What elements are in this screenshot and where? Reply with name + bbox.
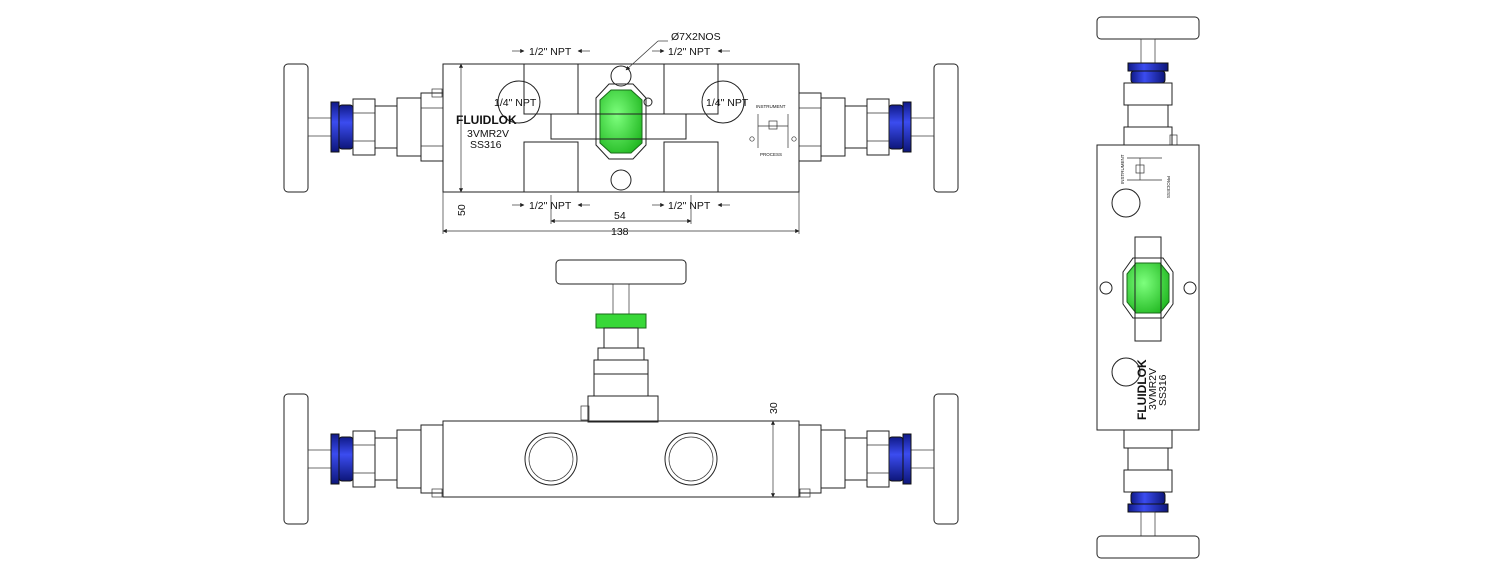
port-front-right (664, 432, 718, 486)
port-thread-top-right (663, 63, 719, 115)
side-model-label: 3VMR2V (1147, 368, 1159, 410)
model-label: 3VMR2V (467, 128, 509, 140)
dim-height-front-view: 30 (768, 402, 799, 498)
material-label: SS316 (470, 139, 502, 151)
side-port-right-label: 1/4" NPT (706, 97, 749, 109)
side-top-handwheel (1096, 16, 1200, 40)
svg-text:1/2" NPT: 1/2" NPT (668, 200, 711, 212)
svg-text:INSTRUMENT: INSTRUMENT (756, 104, 786, 109)
left-valve-assembly (283, 63, 444, 193)
svg-text:54: 54 (614, 210, 626, 222)
svg-text:1/2" NPT: 1/2" NPT (529, 200, 572, 212)
port-front-left (524, 432, 578, 486)
bonnet-hex-top (595, 83, 647, 160)
mounting-hole-top (610, 65, 632, 87)
port-thread-bottom-left (523, 141, 579, 193)
side-port-left-label: 1/4" NPT (494, 97, 537, 109)
side-port-right-circle (701, 80, 745, 124)
side-flow-schematic: INSTRUMENT PROCESS (1120, 154, 1171, 198)
side-handle-bar (1134, 236, 1162, 342)
dim-port-top-right: 1/2" NPT (652, 46, 730, 58)
side-brand-label: FLUIDLOK (1135, 359, 1149, 420)
green-cap-front (595, 313, 647, 329)
green-seat-top (599, 89, 643, 154)
svg-text:1/2" NPT: 1/2" NPT (668, 46, 711, 58)
svg-text:50: 50 (456, 204, 468, 216)
handle-bar-top (550, 113, 687, 140)
dim-overall-length: 138 (442, 192, 800, 238)
brand-label: FLUIDLOK (456, 113, 517, 127)
side-green-seat (1126, 262, 1170, 314)
port-thread-bottom-right (663, 141, 719, 193)
svg-text:1/2" NPT: 1/2" NPT (529, 46, 572, 58)
side-material-label: SS316 (1157, 374, 1169, 406)
dim-center-distance: 54 (550, 195, 692, 224)
top-view: INSTRUMENT PROCESS FLUIDLOK 3VMR2V SS316… (283, 31, 959, 238)
front-right-valve (798, 393, 959, 525)
right-valve-assembly (798, 63, 959, 193)
svg-text:138: 138 (611, 226, 629, 238)
dim-port-top-left: 1/2" NPT (512, 46, 590, 58)
manifold-body-top (442, 63, 800, 193)
svg-text:Ø7X2NOS: Ø7X2NOS (671, 31, 721, 43)
manifold-body-front (442, 420, 800, 498)
dim-port-bottom-left: 1/2" NPT (512, 200, 590, 212)
front-left-valve (283, 393, 444, 525)
top-handwheel-front (555, 259, 687, 285)
svg-text:INSTRUMENT: INSTRUMENT (1120, 154, 1125, 184)
dim-hole-callout: Ø7X2NOS (625, 31, 721, 71)
front-view: 30 (283, 259, 959, 525)
svg-text:PROCESS: PROCESS (1166, 176, 1171, 198)
flow-schematic-top: INSTRUMENT PROCESS (749, 104, 797, 157)
svg-text:PROCESS: PROCESS (760, 152, 782, 157)
dim-port-bottom-right: 1/2" NPT (652, 200, 730, 212)
side-bottom-handwheel (1096, 535, 1200, 559)
mounting-hole-bottom (610, 169, 632, 191)
side-view: INSTRUMENT PROCESS FLUIDLOK 3VMR2V SS316 (1096, 16, 1200, 559)
svg-text:30: 30 (768, 402, 780, 414)
side-port-left-circle (497, 80, 541, 124)
dim-height-top-view: 50 (456, 63, 468, 216)
